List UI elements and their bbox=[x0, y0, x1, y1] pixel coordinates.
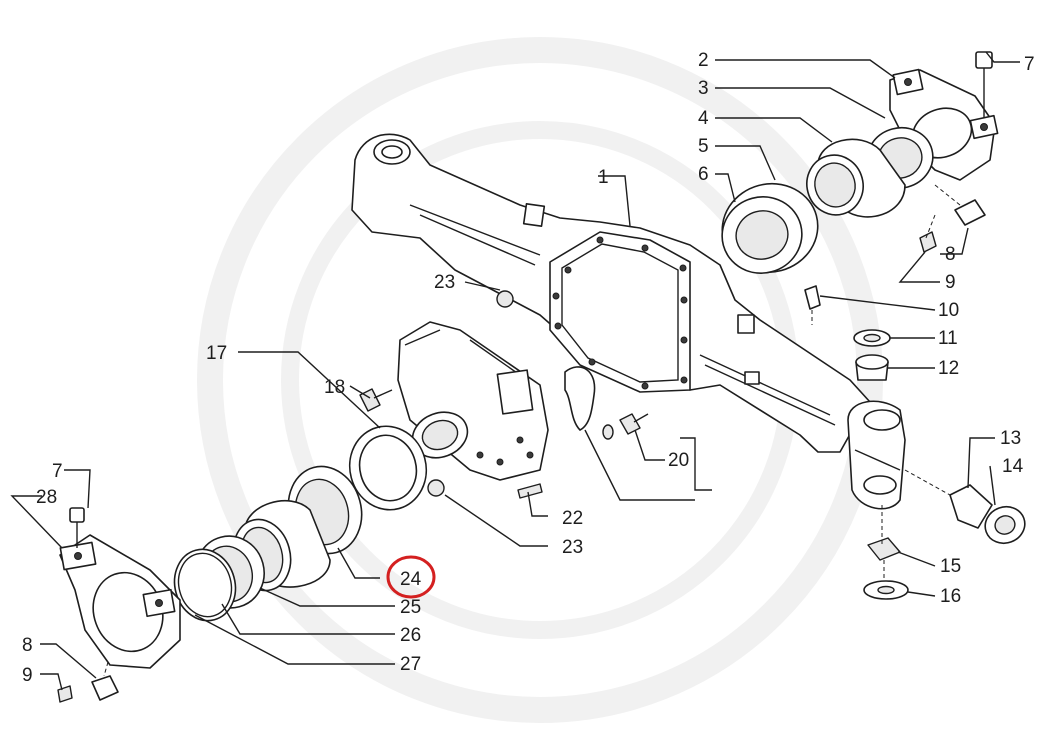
flange-bolt-holes bbox=[552, 236, 688, 390]
seal-5-6 bbox=[721, 182, 819, 274]
callout-labels: 2 3 4 5 6 7 8 9 10 11 12 13 14 15 16 1 1… bbox=[22, 50, 1035, 686]
small-fasteners bbox=[359, 290, 649, 499]
washers-11-12 bbox=[853, 329, 891, 381]
right-bearing-cap bbox=[889, 68, 999, 181]
callout-2: 2 bbox=[698, 50, 709, 71]
callout-8-right: 8 bbox=[945, 244, 956, 265]
differential-carrier bbox=[397, 321, 549, 481]
callout-10: 10 bbox=[938, 300, 959, 321]
callout-15: 15 bbox=[940, 556, 961, 577]
callout-23-lower: 23 bbox=[562, 537, 583, 558]
highlight-circle bbox=[386, 555, 436, 599]
callout-9-left: 9 bbox=[22, 665, 33, 686]
axle-housing bbox=[351, 133, 906, 510]
callout-12: 12 bbox=[938, 358, 959, 379]
bolt-7-left bbox=[69, 507, 85, 548]
fitting-8-9-left bbox=[57, 661, 119, 703]
seal-ring-17 bbox=[348, 425, 428, 511]
callout-3: 3 bbox=[698, 78, 709, 99]
callout-7-right: 7 bbox=[1024, 54, 1035, 75]
bushing-13-14 bbox=[904, 469, 1026, 545]
callout-17: 17 bbox=[206, 343, 227, 364]
bushing-4 bbox=[806, 138, 906, 218]
leader-lines bbox=[10, 51, 1020, 691]
callout-25: 25 bbox=[400, 597, 421, 618]
left-bearing-cap bbox=[59, 534, 181, 669]
callout-23-upper: 23 bbox=[434, 272, 455, 293]
nut-15-washer-16 bbox=[863, 505, 909, 600]
callout-1: 1 bbox=[598, 167, 609, 188]
callout-9-right: 9 bbox=[945, 272, 956, 293]
callout-5: 5 bbox=[698, 136, 709, 157]
callout-26: 26 bbox=[400, 625, 421, 646]
callout-22: 22 bbox=[562, 508, 583, 529]
grease-fitting-10 bbox=[804, 285, 821, 325]
callout-14: 14 bbox=[1002, 456, 1024, 477]
o-ring-27 bbox=[173, 548, 237, 622]
callout-13: 13 bbox=[1000, 428, 1021, 449]
callout-28: 28 bbox=[36, 487, 57, 508]
callout-7-left: 7 bbox=[52, 461, 63, 482]
bearing-bracket bbox=[564, 366, 596, 431]
callout-6: 6 bbox=[698, 164, 709, 185]
callout-27: 27 bbox=[400, 654, 421, 675]
callout-16: 16 bbox=[940, 586, 961, 607]
callout-20: 20 bbox=[668, 450, 689, 471]
callout-24: 24 bbox=[400, 569, 422, 590]
callout-8-left: 8 bbox=[22, 635, 33, 656]
callout-18: 18 bbox=[324, 377, 345, 398]
callout-4: 4 bbox=[698, 108, 709, 129]
bolt-7-right bbox=[975, 51, 993, 118]
fitting-8-9-right bbox=[919, 184, 986, 253]
callout-11: 11 bbox=[938, 328, 958, 349]
